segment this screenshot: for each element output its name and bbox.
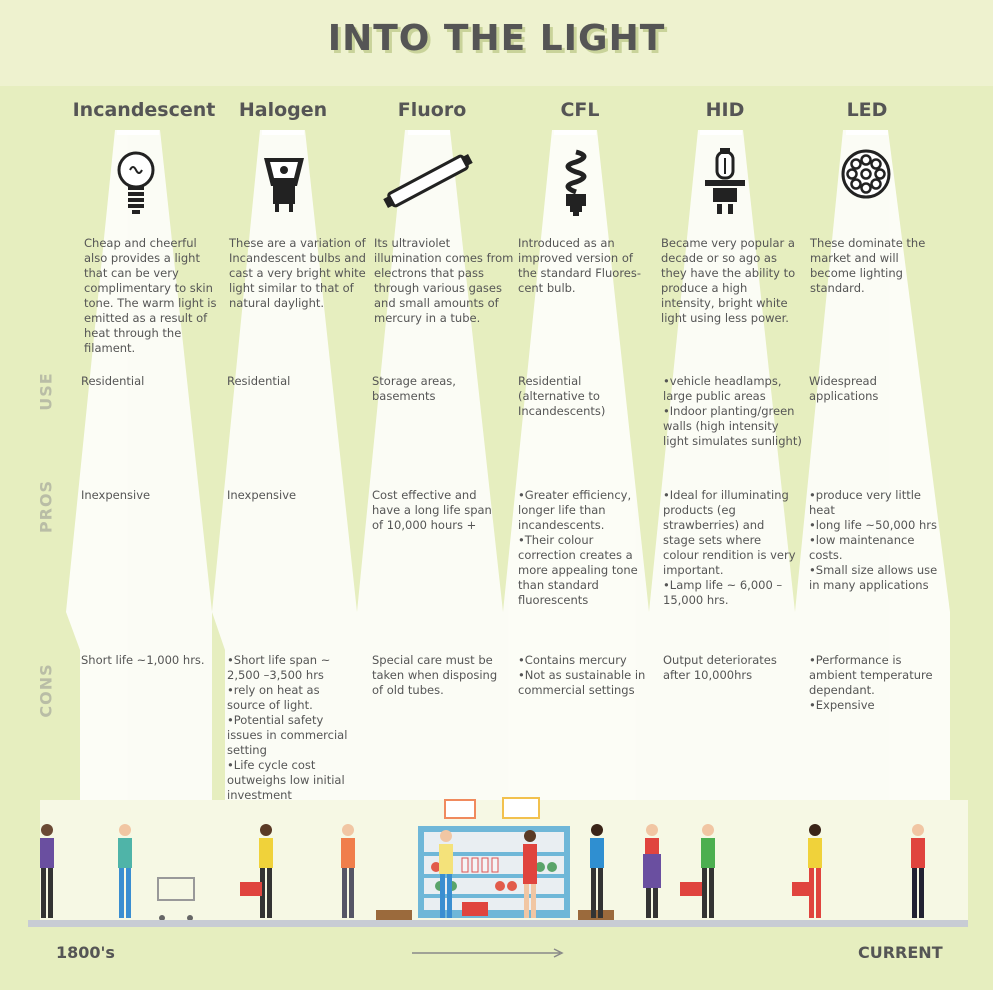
page-title: INTO THE LIGHT bbox=[327, 18, 666, 59]
light-bulb-icon bbox=[117, 151, 155, 214]
column-title-hid: HID bbox=[705, 99, 745, 121]
cons-fluoro: Special care must be taken when disposin… bbox=[372, 653, 498, 697]
pros-fluoro: Cost effective and have a long life span… bbox=[372, 488, 492, 532]
hid-lamp-icon bbox=[705, 148, 745, 214]
cons-hid: Output deteriorates after 10,000hrs bbox=[663, 653, 777, 682]
use-hid: •vehicle headlamps, large public areas •… bbox=[663, 374, 802, 448]
column-title-led: LED bbox=[846, 99, 888, 121]
beam-led bbox=[795, 130, 950, 800]
shopping-scene-illustration bbox=[40, 797, 925, 921]
use-led: Widespread applications bbox=[809, 374, 879, 403]
description-fluoro: Its ultraviolet illumination comes from … bbox=[374, 236, 514, 325]
floor-line bbox=[28, 920, 968, 927]
column-title-halogen: Halogen bbox=[238, 99, 328, 121]
timeline-end-label: CURRENT bbox=[858, 943, 943, 962]
fluorescent-tube-icon bbox=[383, 154, 473, 208]
title-band bbox=[0, 0, 993, 86]
beam-halogen bbox=[212, 130, 357, 800]
use-incandescent: Residential bbox=[81, 374, 145, 388]
beam-incandescent bbox=[66, 130, 212, 800]
timeline-arrow-icon bbox=[412, 948, 564, 958]
description-hid: Became very popular a decade or so ago a… bbox=[661, 236, 796, 325]
pros-incandescent: Inexpensive bbox=[81, 488, 151, 502]
description-cfl: Introduced as an improved version of the… bbox=[518, 236, 642, 295]
timeline-start-label: 1800's bbox=[56, 943, 115, 962]
row-label-cons: CONS bbox=[36, 663, 56, 718]
column-title-incandescent: Incandescent bbox=[72, 99, 216, 121]
description-halogen: These are a variation of Incandescent bu… bbox=[229, 236, 366, 310]
cons-incandescent: Short life ~1,000 hrs. bbox=[81, 653, 205, 667]
halogen-bulb-icon bbox=[264, 158, 304, 212]
shopper-figures bbox=[40, 824, 925, 921]
row-label-pros: PROS bbox=[36, 479, 56, 534]
cons-cfl: •Contains mercury •Not as sustainable in… bbox=[518, 653, 646, 697]
beam-fluoro bbox=[357, 130, 503, 800]
cons-halogen: •Short life span ~ 2,500 –3,500 hrs •rel… bbox=[227, 653, 348, 802]
use-halogen: Residential bbox=[227, 374, 291, 388]
use-cfl: Residential (alternative to Incandescent… bbox=[518, 374, 606, 418]
description-incandescent: Cheap and cheerful also provides a light… bbox=[84, 236, 217, 355]
column-title-fluoro: Fluoro bbox=[397, 99, 467, 121]
beam-hid bbox=[649, 130, 795, 800]
cons-led: •Performance is ambient temperature depe… bbox=[809, 653, 933, 712]
cfl-bulb-icon bbox=[565, 149, 587, 216]
description-led: These dominate the market and will becom… bbox=[810, 236, 926, 295]
row-label-use: USE bbox=[36, 372, 56, 411]
use-fluoro: Storage areas, basements bbox=[372, 374, 456, 403]
pros-halogen: Inexpensive bbox=[227, 488, 297, 502]
pros-cfl: •Greater efficiency, longer life than in… bbox=[518, 488, 638, 607]
beam-cfl bbox=[503, 130, 649, 800]
pros-led: •produce very little heat •long life ~50… bbox=[809, 488, 938, 592]
pros-hid: •Ideal for illuminating products (eg str… bbox=[663, 488, 796, 607]
column-title-cfl: CFL bbox=[560, 99, 600, 121]
led-bulb-icon bbox=[841, 149, 891, 199]
